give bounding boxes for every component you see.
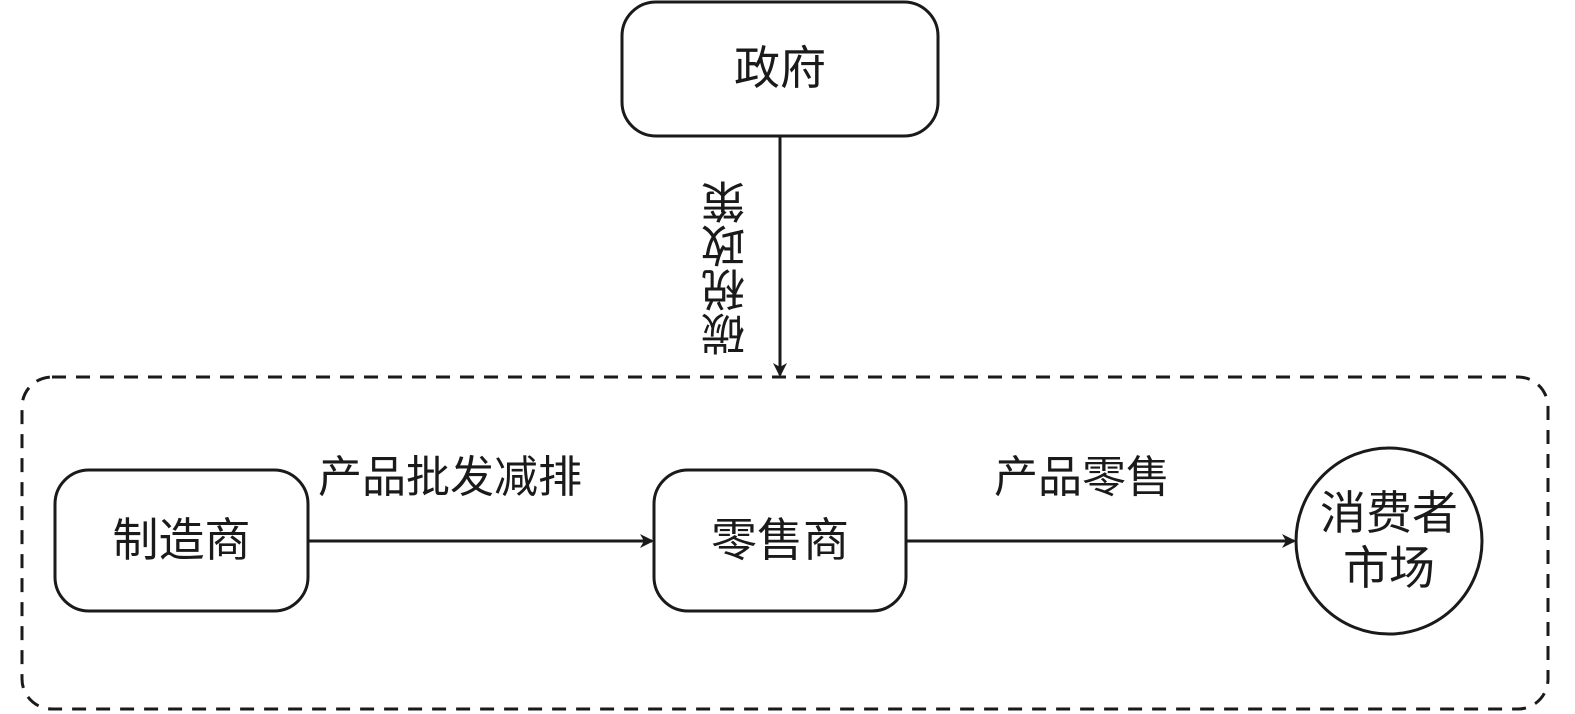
retail-edge-label: 产品零售	[994, 452, 1170, 503]
consumer-market-label: 消费者 市场	[1296, 448, 1482, 634]
wholesale-edge-label: 产品批发减排	[318, 452, 582, 503]
consumer-market-node	[1294, 446, 1484, 636]
consumer-market-line1: 消费者	[1320, 485, 1458, 540]
policy-edge-label: 碳税政策	[702, 180, 753, 356]
government-label: 政府	[734, 41, 826, 96]
retailer-label: 零售商	[711, 512, 849, 567]
manufacturer-label: 制造商	[112, 512, 251, 567]
consumer-market-line2: 市场	[1343, 541, 1435, 595]
supply-chain-boundary	[20, 375, 1550, 711]
